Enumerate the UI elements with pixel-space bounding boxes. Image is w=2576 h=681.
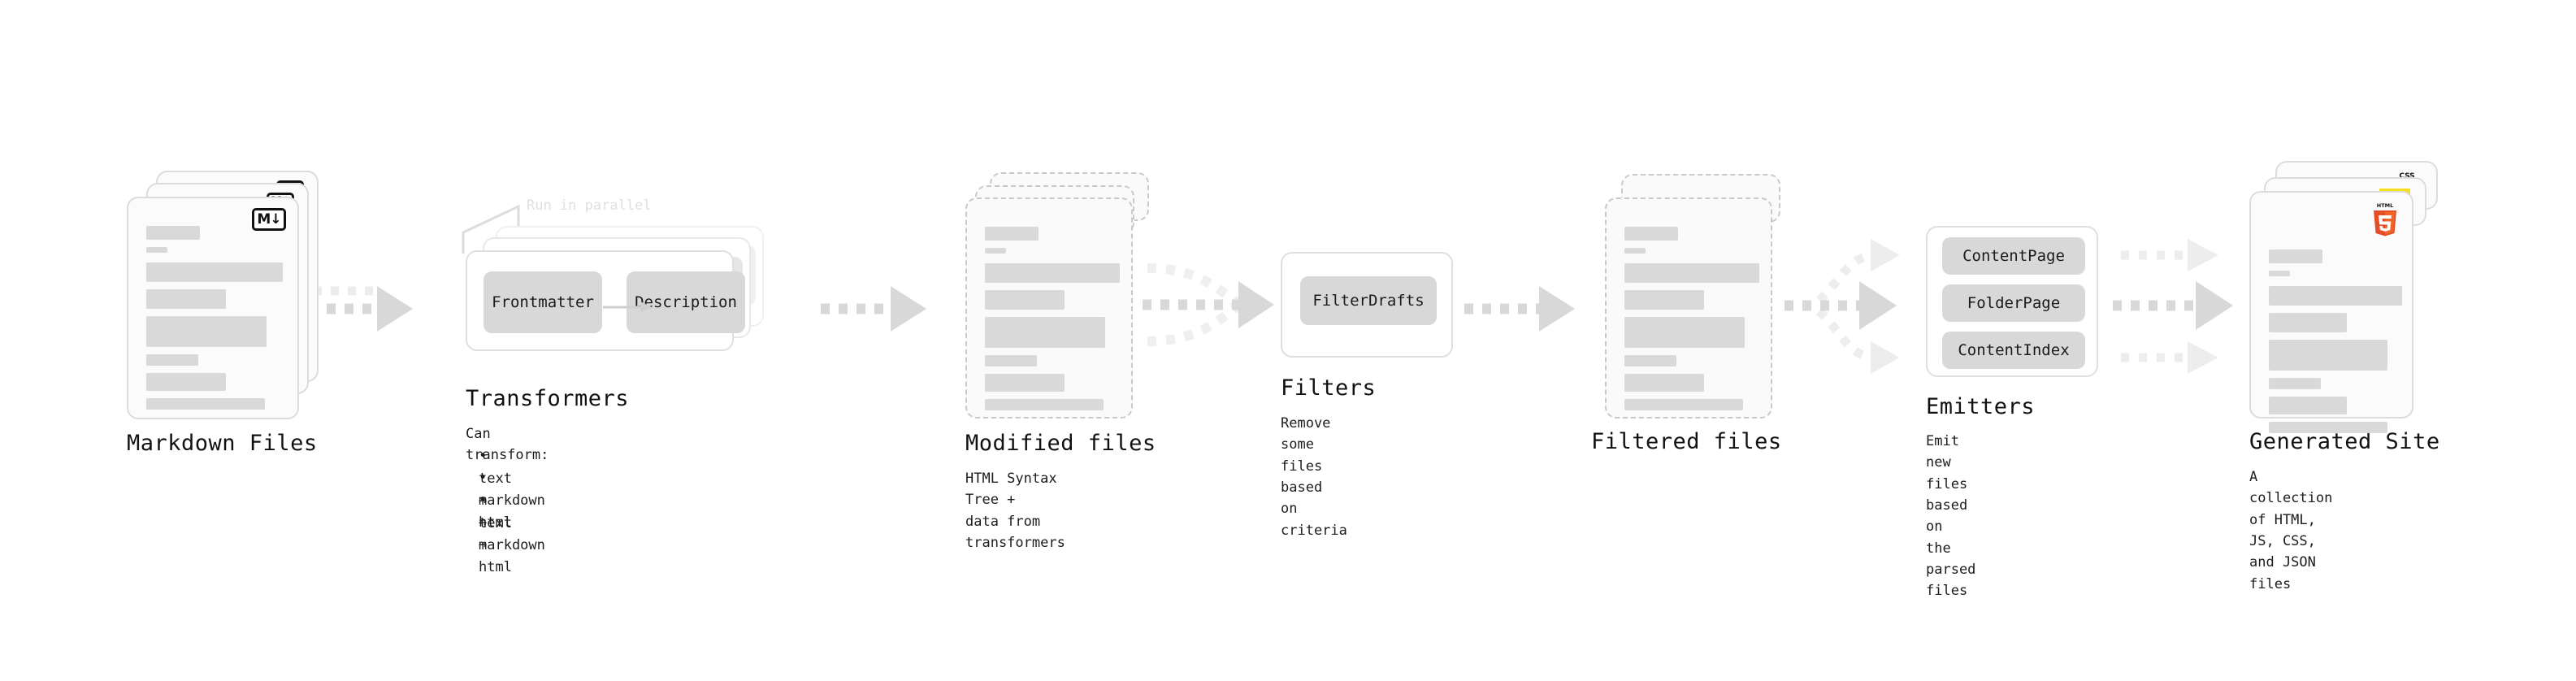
transformers-bullet-0: • text → text — [479, 448, 512, 531]
parallel-bracket — [462, 204, 520, 254]
filters-group-box: FilterDrafts — [1281, 252, 1453, 358]
stage-title-filtered-files: Filtered files — [1591, 429, 1782, 454]
arrow-emitters-to-site — [2113, 239, 2233, 374]
emitters-subtitle: Emit new files based on the parsed files — [1926, 433, 1976, 600]
modified-files-subtitle: HTML Syntax Tree + data from transformer… — [965, 471, 1065, 552]
file-content-placeholder — [1624, 227, 1759, 418]
emitters-group-box: ContentPage FolderPage ContentIndex — [1926, 226, 2098, 377]
file-content-placeholder — [985, 227, 1120, 418]
filtered-file-card-front — [1605, 197, 1772, 419]
stage-title-markdown-files: Markdown Files — [127, 431, 318, 456]
markdown-file-card-front: M↓ — [127, 197, 299, 419]
arrow-transformers-to-modified — [821, 286, 926, 332]
transformer-pill-frontmatter[interactable]: Frontmatter — [484, 271, 602, 333]
stage-title-transformers: Transformers — [466, 386, 630, 411]
transformer-pill-description[interactable]: Description — [627, 271, 745, 333]
css-badge-label: CSS — [2399, 172, 2415, 180]
arrow-filters-to-filtered — [1464, 286, 1575, 332]
markdown-badge-icon: M↓ — [252, 208, 286, 231]
arrow-modified-to-filters-merge — [1143, 263, 1274, 346]
filters-subtitle: Remove some files based on criteria — [1281, 415, 1347, 539]
generated-file-card-html: HTML — [2249, 191, 2413, 433]
file-content-placeholder — [2269, 249, 2402, 440]
stage-title-generated-site: Generated Site — [2249, 429, 2440, 454]
transformer-inner-arrow-front — [603, 301, 652, 313]
file-content-placeholder — [146, 226, 283, 417]
transformers-bullet-2: • html → html — [479, 492, 512, 575]
transformers-bullet-1: • markdown → markdown — [479, 470, 545, 553]
generated-site-subtitle: A collection of HTML, JS, CSS, and JSON … — [2249, 469, 2333, 592]
transformer-panel-front: Frontmatter Description — [466, 250, 745, 351]
run-in-parallel-label: Run in parallel — [527, 197, 652, 214]
transformers-subtitle: Can transform: — [466, 426, 549, 464]
filter-pill-filterdrafts[interactable]: FilterDrafts — [1300, 276, 1437, 325]
html5-badge-icon: HTML — [2370, 201, 2400, 236]
arrow-filtered-to-emitters-fanout — [1785, 239, 1900, 374]
emitter-pill-contentpage[interactable]: ContentPage — [1942, 237, 2085, 275]
arrow-markdown-to-transformers — [309, 286, 413, 332]
emitter-pill-contentindex[interactable]: ContentIndex — [1942, 332, 2085, 369]
modified-file-card-front — [965, 197, 1133, 419]
stage-title-filters: Filters — [1281, 375, 1377, 401]
svg-text:HTML: HTML — [2377, 202, 2393, 209]
stage-title-emitters: Emitters — [1926, 394, 2036, 419]
stage-title-modified-files: Modified files — [965, 431, 1156, 456]
emitter-pill-folderpage[interactable]: FolderPage — [1942, 284, 2085, 322]
